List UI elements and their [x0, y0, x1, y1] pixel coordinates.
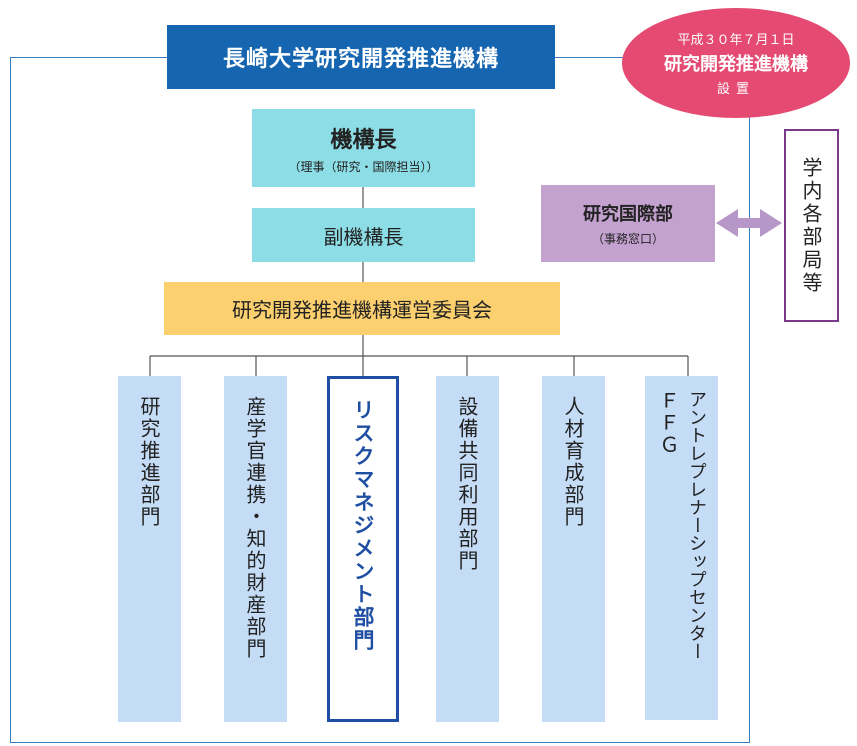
double-arrow: [716, 209, 782, 237]
vice-head-box: 副機構長: [252, 208, 475, 262]
campus-units-label: 学内各部局等: [799, 156, 823, 295]
establishment-date: 平成３０年７月１日: [677, 33, 795, 48]
department-ffg-entrepreneurship: ＦＦＧ アントレプレナーシップセンター: [645, 376, 718, 720]
establishment-suffix: 設置: [716, 82, 755, 97]
campus-units-box: 学内各部局等: [784, 129, 839, 322]
department-research-promotion: 研究推進部門: [118, 376, 181, 722]
department-label: 人材育成部門: [561, 396, 585, 528]
head-box: 機構長 （理事（研究・国際担当））: [252, 109, 475, 187]
international-title: 研究国際部: [583, 204, 673, 225]
department-risk-management: リスクマネジメント部門: [327, 376, 399, 722]
department-label: 産学官連携・知的財産部門: [243, 396, 267, 660]
department-label-line2: アントレプレナーシップセンター: [686, 390, 707, 660]
department-label: 設備共同利用部門: [455, 396, 479, 572]
international-dept-box: 研究国際部 （事務窓口）: [541, 185, 715, 262]
establishment-badge: 平成３０年７月１日 研究開発推進機構 設置: [622, 8, 850, 118]
department-label-line1: ＦＦＧ: [656, 390, 680, 456]
organization-title: 長崎大学研究開発推進機構: [167, 25, 555, 89]
head-title: 機構長: [330, 127, 397, 153]
department-human-resources: 人材育成部門: [542, 376, 605, 722]
international-subtitle: （事務窓口）: [591, 232, 664, 246]
head-subtitle: （理事（研究・国際担当））: [288, 159, 439, 174]
department-label: 研究推進部門: [137, 396, 161, 528]
department-shared-facilities: 設備共同利用部門: [436, 376, 499, 722]
department-label: リスクマネジメント部門: [351, 399, 375, 652]
department-industry-ip: 産学官連携・知的財産部門: [224, 376, 287, 722]
committee-box: 研究開発推進機構運営委員会: [164, 282, 560, 335]
establishment-name: 研究開発推進機構: [664, 54, 808, 75]
